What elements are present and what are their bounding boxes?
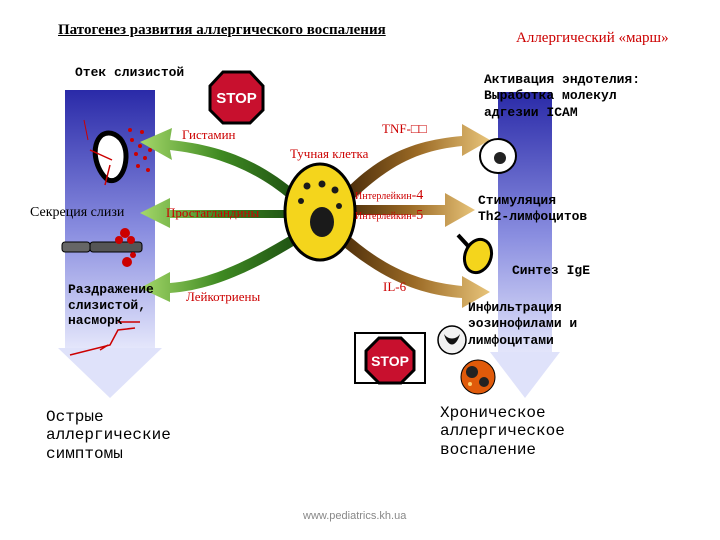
irritation-line-1: Раздражение [68,282,154,297]
acute-line-3: симптомы [46,444,123,463]
interleukin4-number: -4 [411,188,424,203]
chronic-line-1: Хроническое [440,404,546,422]
footer-url: www.pediatrics.kh.ua [303,510,407,522]
infiltration-line-3: лимфоцитами [468,332,554,348]
interleukin5-number: -5 [411,208,424,223]
page-title: Патогенез развития аллергического воспал… [58,22,386,38]
lymphocyte-illustration [456,233,494,275]
ige-label: Синтез IgE [512,263,591,278]
arrow-tnf [345,124,490,198]
lymphocyte-2-illustration [460,359,496,395]
arrow-il6 [338,232,490,308]
edema-illustration [83,119,152,186]
infiltration-line-1: Инфильтрация [468,300,562,315]
interleukin4-word: Интерлейкин [355,191,412,202]
interleukin5-label: Интерлейкин-5 [355,208,423,223]
endothelium-line-2: Выработка молекул [484,88,617,104]
green-arrows [140,128,300,302]
interleukin4-label: Интерлейкин-4 [355,188,423,203]
th2-line-2: Th2-лимфоцитов [478,209,588,225]
acute-line-1: Острые [46,408,104,426]
stop-sign-label: STOP [216,90,257,107]
mast-cell [283,162,357,262]
stop-sign-label: STOP [371,353,409,369]
infiltration-label: Инфильтрация эозинофилами и лимфоцитами [468,300,577,349]
prostaglandins-label: Простагландины [166,205,260,220]
mucus-illustration [61,228,143,267]
endothelium-line-3: адгезии ICAM [484,104,578,120]
chronic-line-2: аллергическое [440,422,565,441]
page-subtitle: Аллергический «марш» [516,30,669,46]
arrow-il4-il5 [345,193,475,227]
stop-sign-top: STOP [208,70,265,125]
arrow-histamine [140,128,300,200]
arrow-prostaglandins [140,198,296,228]
th2-label: Стимуляция Th2-лимфоцитов [478,193,587,226]
right-vertical-arrow [490,92,560,398]
chronic-line-3: воспаление [440,440,537,459]
histamine-label: Гистамин [182,127,236,142]
irritation-line-2: слизистой, [68,297,147,313]
acute-line-2: аллергические [46,426,171,445]
infiltration-line-2: эозинофилами и [468,316,578,332]
irritation-nerve-illustration [69,321,140,356]
interleukin5-word: Интерлейкин [355,211,412,222]
endothelial-cell-illustration [479,138,517,174]
mast-cell-label: Тучная клетка [290,146,369,161]
stop-sign-bottom: STOP [354,332,426,385]
chronic-inflammation-label: Хроническое аллергическое воспаление [440,404,565,459]
leukotrienes-label: Лейкотриены [186,289,261,304]
tnf-label: TNF-□□ [382,121,427,136]
edema-label: Отек слизистой [75,65,185,80]
th2-line-1: Стимуляция [478,193,557,208]
arrow-leukotrienes [140,232,300,302]
acute-symptoms-label: Острые аллергические симптомы [46,408,171,463]
endothelium-line-1: Активация эндотелия: [484,72,641,87]
mucus-label: Секреция слизи [30,205,125,220]
brown-arrows [338,124,490,308]
il6-label: IL-6 [383,279,407,294]
endothelium-label: Активация эндотелия: Выработка молекул а… [484,72,640,121]
irritation-label: Раздражение слизистой, насморк [68,282,154,329]
eosinophil-illustration [437,325,467,355]
irritation-line-3: насморк [68,313,123,329]
